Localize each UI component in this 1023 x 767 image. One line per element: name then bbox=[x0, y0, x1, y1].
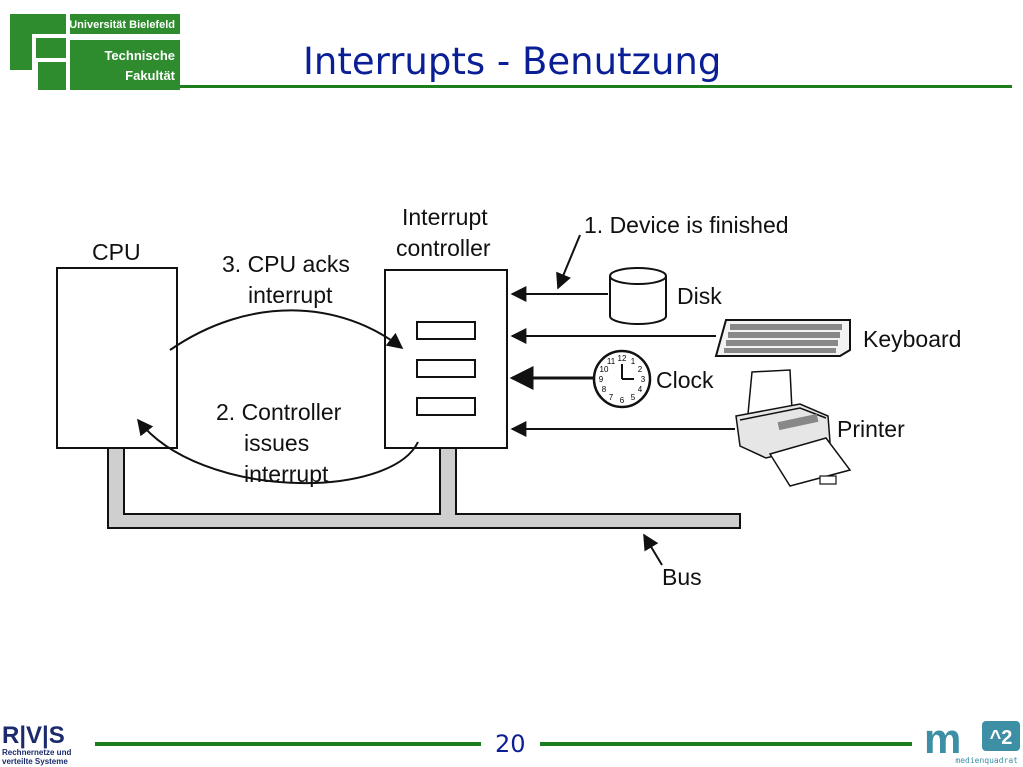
interrupt-arrow bbox=[137, 418, 419, 485]
keyboard-icon bbox=[714, 319, 851, 357]
clock-numeral-8: 8 bbox=[602, 385, 607, 394]
footer-divider-left bbox=[95, 742, 481, 746]
cpu-label: CPU bbox=[92, 239, 141, 265]
clock-numeral-9: 9 bbox=[599, 375, 604, 384]
clock-numeral-2: 2 bbox=[638, 365, 643, 374]
page-title: Interrupts - Benutzung bbox=[303, 40, 722, 83]
m2-subtitle: medienquadrat bbox=[955, 756, 1018, 765]
title-divider bbox=[180, 85, 1012, 88]
disk-icon bbox=[609, 267, 667, 325]
rvs-subtitle-line1: Rechnernetze und bbox=[2, 748, 71, 757]
step1-pointer-arrow bbox=[556, 234, 581, 290]
bus bbox=[107, 447, 741, 529]
clock-numeral-12: 12 bbox=[618, 354, 627, 363]
step2-line2: issues bbox=[244, 430, 309, 456]
clock-numeral-11: 11 bbox=[607, 357, 616, 366]
logo-text-technische: Technische bbox=[104, 48, 175, 63]
step3-line2: interrupt bbox=[248, 282, 333, 308]
clock-numeral-6: 6 bbox=[620, 396, 625, 405]
ack-arrow bbox=[169, 309, 404, 351]
controller-register-1 bbox=[416, 321, 476, 340]
page-number: 20 bbox=[495, 730, 526, 758]
logo-text-fakultaet: Fakultät bbox=[125, 68, 176, 83]
device-label-disk: Disk bbox=[677, 283, 722, 309]
controller-register-3 bbox=[416, 397, 476, 416]
clock-numeral-3: 3 bbox=[641, 375, 646, 384]
rvs-logo-text: R|V|S bbox=[2, 722, 65, 749]
clock-numeral-7: 7 bbox=[609, 393, 614, 402]
printer-icon bbox=[735, 369, 852, 487]
interrupt-diagram: Bus CPU Interrupt controller 3. CPU acks… bbox=[56, 204, 961, 590]
rvs-logo: R|V|S Rechnernetze und verteilte Systeme bbox=[2, 722, 71, 766]
controller-register-2 bbox=[416, 359, 476, 378]
m2-logo-superscript: ^2 bbox=[990, 727, 1013, 749]
device-label-keyboard: Keyboard bbox=[863, 326, 961, 352]
clock-numeral-5: 5 bbox=[631, 393, 636, 402]
step2-line3: interrupt bbox=[244, 461, 329, 487]
step1-label: 1. Device is finished bbox=[584, 212, 789, 238]
controller-label-line1: Interrupt bbox=[402, 204, 488, 230]
clock-numeral-1: 1 bbox=[631, 357, 636, 366]
medienquadrat-logo: m ^2 medienquadrat bbox=[924, 717, 1020, 765]
step2-line1: 2. Controller bbox=[216, 399, 342, 425]
cpu-box bbox=[56, 267, 178, 449]
bus-pointer-arrow bbox=[643, 533, 663, 566]
clock-icon: 12 1 2 3 4 5 6 7 8 9 10 11 bbox=[592, 349, 652, 409]
device-label-clock: Clock bbox=[656, 367, 714, 393]
clock-numeral-10: 10 bbox=[600, 365, 609, 374]
universitaet-bielefeld-logo: Universität Bielefeld Technische Fakultä… bbox=[10, 14, 180, 90]
footer-divider-right bbox=[540, 742, 912, 746]
step3-line1: 3. CPU acks bbox=[222, 251, 350, 277]
m2-logo-letter: m bbox=[924, 717, 961, 762]
device-label-printer: Printer bbox=[837, 416, 905, 442]
clock-numeral-4: 4 bbox=[638, 385, 643, 394]
logo-text-university: Universität Bielefeld bbox=[69, 19, 175, 31]
bus-label: Bus bbox=[662, 564, 702, 590]
controller-label-line2: controller bbox=[396, 235, 491, 261]
rvs-subtitle-line2: verteilte Systeme bbox=[2, 757, 68, 766]
